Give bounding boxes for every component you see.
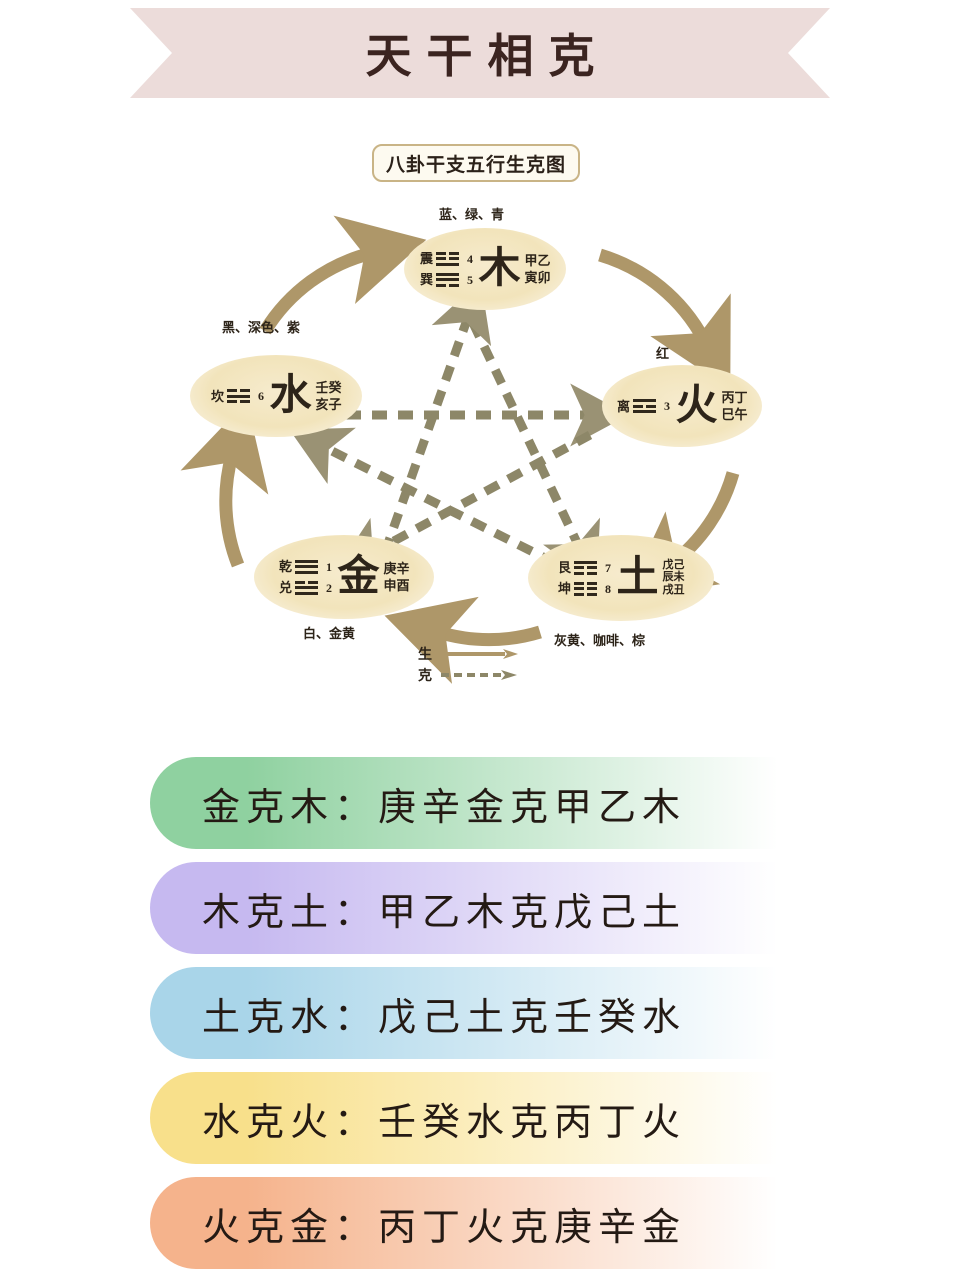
diagram-legend: 生 克 — [418, 643, 519, 685]
relation-pill-list: 金克木：庚辛金克甲乙木 木克土：甲乙木克戊己土 土克水：戊己土克壬癸水 水克火：… — [0, 757, 959, 1280]
node-caption-water: 黑、深色、紫 — [222, 320, 301, 335]
stem-line: 丙丁 — [721, 389, 748, 405]
trigram-group-water: 坎 6 — [210, 389, 265, 403]
pill-label: 木克土：甲乙木克戊己土 — [202, 891, 687, 934]
trigram-name: 巽 — [419, 272, 433, 287]
element-char-water: 水 — [269, 373, 312, 419]
branch-line-2: 戌丑 — [662, 583, 685, 596]
stem-line: 庚辛 — [383, 560, 410, 576]
legend-row-conquering: 克 — [418, 664, 519, 685]
pill-label: 水克火：壬癸水克丙丁火 — [202, 1101, 687, 1144]
element-char-fire: 火 — [675, 383, 718, 429]
dashed-arrow-icon — [441, 669, 517, 680]
element-char-wood: 木 — [478, 246, 521, 292]
trigram-name: 艮 — [557, 560, 571, 575]
node-caption-fire: 红 — [656, 346, 670, 361]
trigram-name: 坤 — [557, 581, 571, 596]
trigram-name: 乾 — [278, 559, 292, 574]
pill-water-conquers-fire[interactable]: 水克火：壬癸水克丙丁火 — [150, 1072, 955, 1164]
trigram-icon — [633, 399, 659, 413]
banner-ribbon-shape — [130, 8, 830, 98]
trigram-number: 7 — [604, 560, 611, 575]
element-node-earth[interactable]: 艮 7 坤 8 土 戊己 辰未 戌丑 — [528, 535, 714, 621]
pill-metal-conquers-wood[interactable]: 金克木：庚辛金克甲乙木 — [150, 757, 955, 849]
trigram-icon — [227, 389, 253, 403]
trigram-number: 5 — [466, 272, 473, 287]
stems-branches-fire: 丙丁 巳午 — [722, 391, 748, 421]
trigram-group-earth: 艮 7 坤 8 — [557, 560, 612, 596]
element-char-earth: 土 — [616, 555, 659, 601]
stems-branches-earth: 戊己 辰未 戌丑 — [662, 558, 685, 597]
pill-fire-conquers-metal[interactable]: 火克金：丙丁火克庚辛金 — [150, 1177, 955, 1269]
stems-branches-water: 壬癸 亥子 — [316, 381, 342, 411]
trigram-group-metal: 乾 1 兑 2 — [278, 559, 333, 595]
branch-line: 辰未 — [662, 571, 685, 584]
element-node-fire[interactable]: 离 3 火 丙丁 巳午 — [602, 365, 762, 447]
element-node-wood[interactable]: 震 4 巽 5 木 甲乙 寅卯 — [404, 228, 566, 310]
legend-row-generating: 生 — [418, 643, 519, 664]
branch-line: 申酉 — [383, 577, 410, 593]
trigram-number: 6 — [257, 389, 264, 403]
legend-label-ke: 克 — [418, 668, 432, 684]
trigram-icon — [574, 560, 600, 575]
node-caption-earth: 灰黄、咖啡、棕 — [554, 633, 646, 648]
trigram-name: 离 — [616, 398, 630, 414]
trigram-group-fire: 离 3 — [616, 399, 671, 413]
diagram-heading: 八卦干支五行生克图 — [372, 144, 580, 182]
conquering-cycle-arrows — [289, 280, 629, 584]
element-node-metal[interactable]: 乾 1 兑 2 金 庚辛 申酉 — [254, 535, 434, 619]
trigram-number: 4 — [466, 251, 473, 266]
stems-branches-metal: 庚辛 申酉 — [384, 562, 410, 592]
title-banner: 天干相克 — [130, 8, 830, 98]
stem-line: 甲乙 — [524, 252, 551, 268]
pill-label: 金克木：庚辛金克甲乙木 — [202, 786, 687, 829]
legend-label-sheng: 生 — [418, 647, 432, 663]
trigram-icon — [436, 251, 462, 266]
trigram-number: 3 — [663, 399, 670, 413]
branch-line: 巳午 — [721, 406, 748, 422]
element-char-metal: 金 — [337, 554, 380, 600]
element-node-water[interactable]: 坎 6 水 壬癸 亥子 — [190, 355, 362, 437]
solid-arrow-icon — [441, 648, 518, 659]
pill-wood-conquers-earth[interactable]: 木克土：甲乙木克戊己土 — [150, 862, 955, 954]
branch-line: 亥子 — [315, 396, 342, 412]
trigram-number: 8 — [604, 581, 611, 596]
trigram-name: 震 — [419, 251, 433, 266]
page-title: 天干相克 — [365, 31, 610, 82]
stem-line: 壬癸 — [315, 379, 342, 395]
wuxing-diagram: 八卦干支五行生克图 — [150, 125, 810, 715]
pill-earth-conquers-water[interactable]: 土克水：戊己土克壬癸水 — [150, 967, 955, 1059]
branch-line: 寅卯 — [524, 269, 551, 285]
stems-branches-wood: 甲乙 寅卯 — [525, 254, 551, 284]
trigram-icon — [295, 580, 321, 595]
trigram-name: 坎 — [210, 388, 224, 404]
node-caption-metal: 白、金黄 — [303, 626, 356, 641]
trigram-name: 兑 — [278, 580, 292, 595]
node-caption-wood: 蓝、绿、青 — [439, 207, 505, 222]
trigram-icon — [574, 581, 600, 596]
trigram-group-wood: 震 4 巽 5 — [419, 251, 474, 287]
stem-line: 戊己 — [662, 558, 685, 571]
trigram-number: 2 — [325, 580, 332, 595]
trigram-icon — [295, 559, 321, 574]
pill-label: 土克水：戊己土克壬癸水 — [202, 996, 687, 1039]
trigram-number: 1 — [325, 559, 332, 574]
trigram-icon — [436, 272, 462, 287]
pill-label: 火克金：丙丁火克庚辛金 — [202, 1206, 687, 1249]
